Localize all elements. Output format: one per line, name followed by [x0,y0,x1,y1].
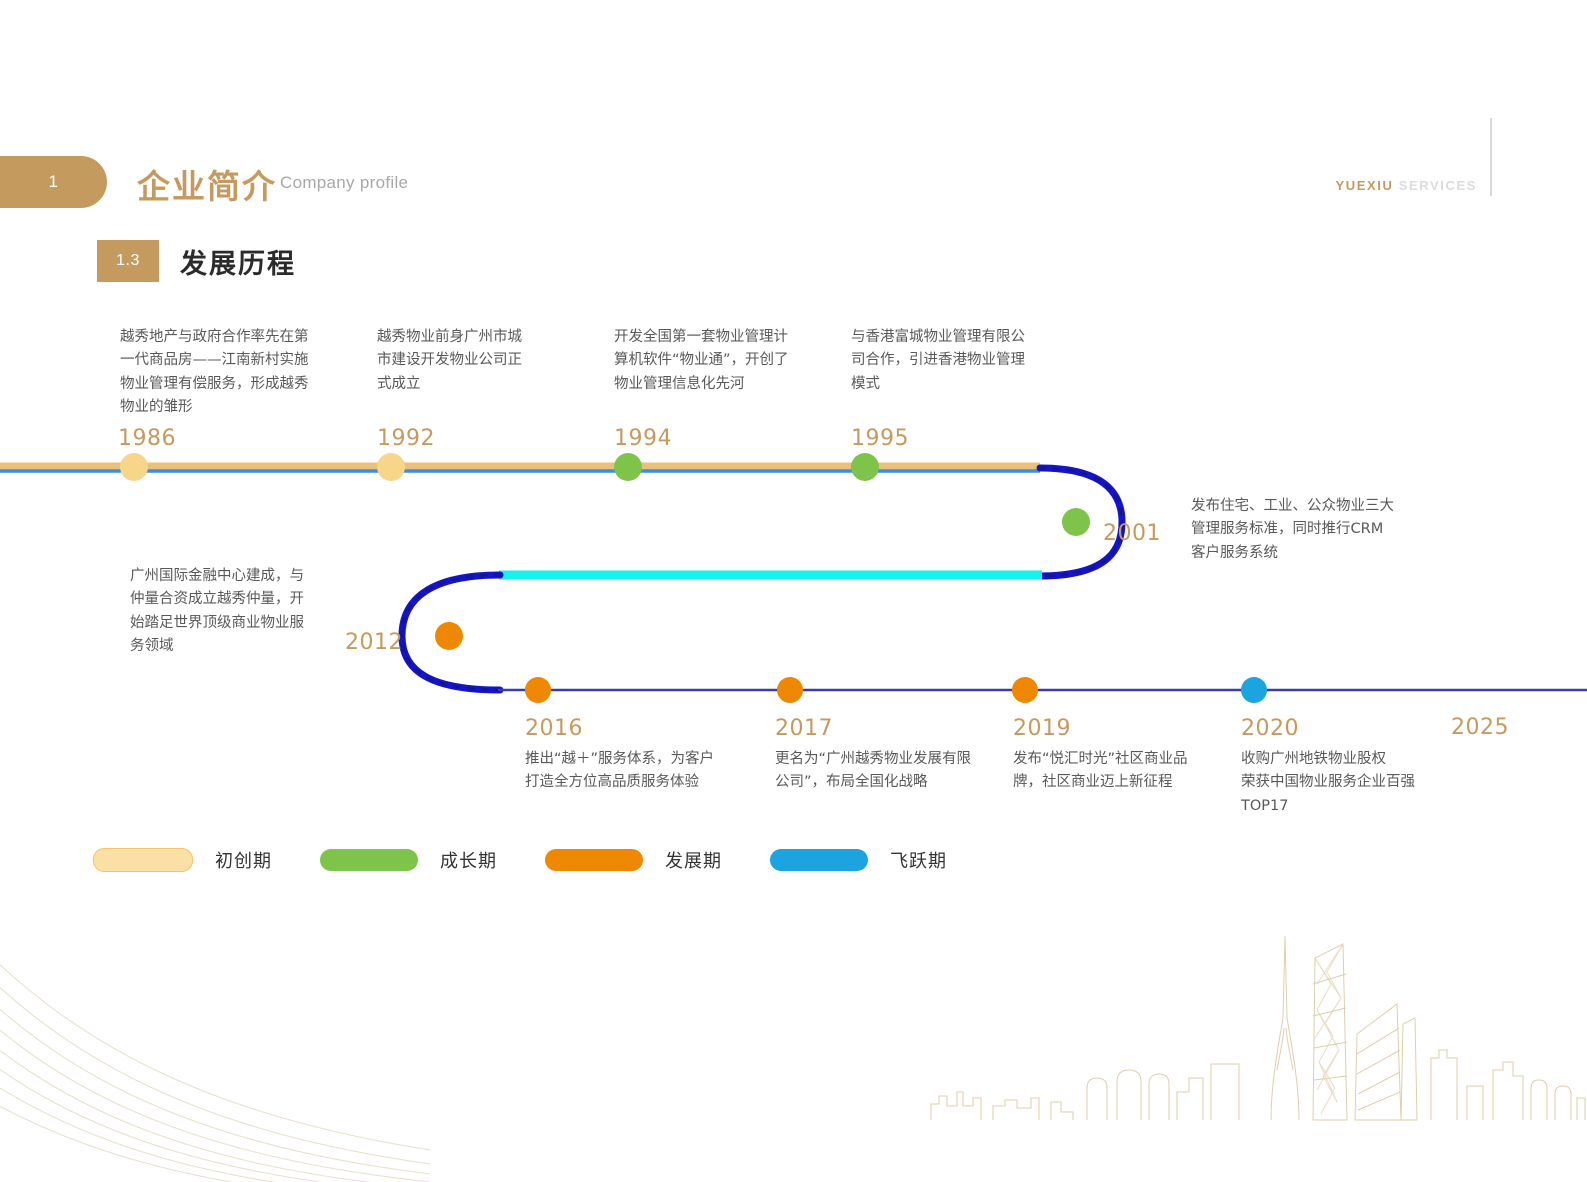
legend-label-development: 发展期 [665,851,722,872]
legend-chip-development [545,849,643,871]
legend-label-leap: 飞跃期 [890,851,947,872]
brand-logo-secondary: SERVICES [1398,178,1477,193]
year-label-1995: 1995 [851,426,909,451]
legend-chip-leap [770,849,868,871]
timeline-node-2017[interactable] [777,677,803,703]
milestone-text-1994: 开发全国第一套物业管理计 算机软件“物业通”，开创了 物业管理信息化先河 [614,329,789,392]
milestone-text-2020: 收购广州地铁物业股权 荣获中国物业服务企业百强 TOP17 [1241,751,1415,814]
section-number: 1.3 [116,252,140,269]
year-label-2020: 2020 [1241,716,1299,741]
slide-root: 1 企业简介 Company profile YUEXIU SERVICES 1… [0,118,1587,1182]
page-subtitle: Company profile [280,173,409,192]
decorative-skyline [930,935,1586,1121]
legend-label-startup: 初创期 [215,851,272,872]
timeline-node-2012[interactable] [435,622,463,650]
year-label-1992: 1992 [377,426,435,451]
milestone-text-2012: 广州国际金融中心建成，与 仲量合资成立越秀仲量，开 始踏足世界顶级商业物业服 务… [130,568,304,655]
year-label-2016: 2016 [525,716,583,741]
legend-item-leap[interactable]: 飞跃期 [770,847,947,873]
milestone-text-2016: 推出“越＋”服务体系，为客户 打造全方位高品质服务体验 [525,751,715,791]
timeline-node-2016[interactable] [525,677,551,703]
timeline-node-2019[interactable] [1012,677,1038,703]
milestone-text-1992: 越秀物业前身广州市城 市建设开发物业公司正 式成立 [377,329,522,392]
timeline-node-2001[interactable] [1062,508,1090,536]
brand-logo: YUEXIU SERVICES [1335,178,1477,193]
milestone-text-2017: 更名为“广州越秀物业发展有限 公司”，布局全国化战略 [775,751,972,791]
year-label-2017: 2017 [775,716,833,741]
milestone-text-2019: 发布“悦汇时光”社区商业品 牌，社区商业迈上新征程 [1013,751,1188,791]
legend-label-growth: 成长期 [440,851,497,872]
year-label-2019: 2019 [1013,716,1071,741]
legend-item-development[interactable]: 发展期 [545,847,722,873]
legend-chip-startup [93,848,193,872]
timeline-node-1986[interactable] [120,453,148,481]
year-label-1986: 1986 [118,426,176,451]
header-divider [1490,118,1492,196]
phase-legend: 初创期 成长期 发展期 飞跃期 [93,847,995,873]
timeline-node-2020[interactable] [1241,677,1267,703]
milestone-text-1995: 与香港富城物业管理有限公 司合作，引进香港物业管理 模式 [851,329,1025,392]
section-number-badge: 1.3 [97,240,159,282]
year-label-2025: 2025 [1451,715,1509,740]
legend-item-startup[interactable]: 初创期 [93,847,272,873]
timeline-node-1995[interactable] [851,453,879,481]
year-label-2001: 2001 [1103,521,1161,546]
milestone-text-1986: 越秀地产与政府合作率先在第 一代商品房——江南新村实施 物业管理有偿服务，形成越… [120,329,309,416]
milestone-text-2001: 发布住宅、工业、公众物业三大 管理服务标准，同时推行CRM 客户服务系统 [1191,498,1394,561]
decorative-swoosh [0,964,431,1182]
legend-chip-growth [320,849,418,871]
chapter-number-badge: 1 [0,156,107,208]
legend-item-growth[interactable]: 成长期 [320,847,497,873]
timeline-node-1992[interactable] [377,453,405,481]
section-title: 发展历程 [180,249,296,280]
brand-logo-primary: YUEXIU [1335,178,1394,193]
chapter-number: 1 [48,172,59,191]
year-label-2012: 2012 [345,630,403,655]
timeline-node-1994[interactable] [614,453,642,481]
page-title: 企业简介 [137,167,277,206]
year-label-1994: 1994 [614,426,672,451]
